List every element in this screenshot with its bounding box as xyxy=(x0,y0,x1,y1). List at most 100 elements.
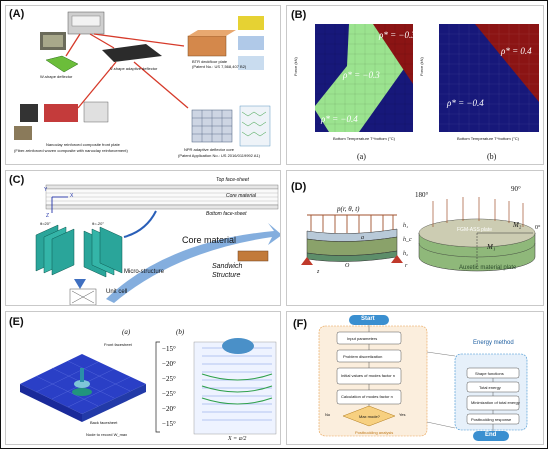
panel-b-label: (B) xyxy=(291,9,307,21)
panel-e-label: (E) xyxy=(9,316,24,328)
panel-b-maps xyxy=(315,24,539,132)
btr-patent: (Patent No.: US 7,568,407 B2) xyxy=(192,64,247,69)
r-label: r xyxy=(405,263,408,269)
nanoclay-image-2 xyxy=(44,104,78,122)
unit-cell-label: Unit cell xyxy=(106,289,128,295)
nanoclay-image-3 xyxy=(83,101,109,123)
no-label: No xyxy=(325,412,331,417)
sub-b-label: (b) xyxy=(176,328,185,336)
panel-a: (A) xyxy=(5,5,281,165)
energy-step-4: Postbuckling response xyxy=(471,417,512,422)
end-node xyxy=(473,431,509,441)
flow-step-4: Calculation of modes factor n xyxy=(341,394,393,399)
npr-patent: (Patent Application No.: US 2016/0119992… xyxy=(178,153,260,158)
theta-plus-label: θ=20° xyxy=(40,221,51,226)
angle-item: −15° xyxy=(162,420,176,428)
core-label: Core material xyxy=(226,193,257,199)
sandwich-label: Sandwich xyxy=(212,263,243,270)
panel-d-illustration xyxy=(301,197,536,272)
phase-map-right xyxy=(439,24,539,132)
z-label: z xyxy=(317,269,320,275)
map-left-sublabel: (a) xyxy=(357,152,366,161)
yes-label: Yes xyxy=(399,412,406,417)
axis-x-label: X xyxy=(70,193,74,199)
panel-a-illustration xyxy=(14,11,271,147)
m1-label: M₁ xyxy=(487,243,496,251)
start-node xyxy=(349,315,389,325)
panel-f: (F) Start Input parameters Problem discr… xyxy=(286,311,544,445)
front-facesheet-label: Front facesheet xyxy=(104,342,132,347)
map-right-sublabel: (b) xyxy=(487,152,497,161)
bottom-face-label: Bottom face-sheet xyxy=(206,211,247,217)
m2-label: M₂ xyxy=(513,221,522,229)
angle-item: −20° xyxy=(162,360,176,368)
hierarchy-arrow xyxy=(106,223,280,303)
panel-d: (D) xyxy=(286,170,544,306)
energy-title: Energy method xyxy=(473,340,514,346)
panel-a-label: (A) xyxy=(9,8,25,20)
angle-180-label: 180° xyxy=(415,191,429,199)
core-material-label: Core material xyxy=(182,235,237,245)
nanoclay-image-1 xyxy=(20,104,38,122)
sub-a-label: (a) xyxy=(122,328,131,336)
decision-label: Max mode? xyxy=(359,414,380,419)
v-shape-label: V-shape adaptive deflector xyxy=(110,66,158,71)
fe-mesh-plate xyxy=(20,354,146,422)
map-left-rho-top: ρ* = −0.3 xyxy=(379,30,416,40)
node-label: Node to record W_max xyxy=(86,432,128,437)
map-right-ylabel: Force (kN) xyxy=(419,57,424,76)
fgm-label: FGM-ASS plate xyxy=(457,227,493,233)
phase-map-left xyxy=(315,24,413,132)
angle-item: −25° xyxy=(162,390,176,398)
angle-90-label: 90° xyxy=(511,185,521,193)
auxetic-label: Auxetic material plate xyxy=(459,265,517,271)
micro-structure-label: Micro-structure xyxy=(124,269,165,275)
decision-diamond xyxy=(342,405,396,427)
theta-minus-label: θ=-20° xyxy=(92,221,104,226)
h1-label: h₁ xyxy=(403,223,409,229)
map-left-rho-bot: ρ* = −0.4 xyxy=(321,114,358,124)
energy-step-3: Minimization of total energy xyxy=(471,400,520,405)
npr-label: NPR adaptive deflector core xyxy=(184,147,235,152)
panel-e: (E) (a) (b) Front facesheet Back faceshe… xyxy=(5,311,281,445)
a-label: a xyxy=(361,235,364,241)
nanoclay-label: Nanoclay reinforced composite front plat… xyxy=(46,142,120,147)
panel-d-label: (D) xyxy=(291,181,307,193)
x-half-label: X = a/2 xyxy=(228,436,247,442)
axis-y-label: Y xyxy=(44,187,48,193)
top-face-label: Top face-sheet xyxy=(216,177,249,183)
panel-f-label: (F) xyxy=(293,318,308,330)
map-left-rho-mid: ρ* = −0.3 xyxy=(343,70,380,80)
panel-c-label: (C) xyxy=(9,174,25,186)
map-left-ylabel: Force (kN) xyxy=(293,57,298,76)
v-shape-deflector-shape xyxy=(102,44,162,62)
start-label: Start xyxy=(361,316,375,322)
map-left-xlabel: Bottom Temperature T^bottom (°C) xyxy=(333,136,396,141)
w-shape-deflector-shape xyxy=(45,55,79,73)
panel-b: (B) Force (kN) Bottom Temperature T^bott… xyxy=(286,5,544,165)
angle-item: −20° xyxy=(162,405,176,413)
flow-step-2: Problem discretization xyxy=(343,354,383,359)
h2-label: h₂ xyxy=(403,251,409,257)
structure-label: Structure xyxy=(212,272,241,279)
map-right-rho-top: ρ* = 0.4 xyxy=(501,46,532,56)
angle-0-label: 0° xyxy=(535,225,541,231)
origin-label: O xyxy=(345,263,350,269)
angle-item: −15° xyxy=(162,345,176,353)
hc-label: h_c xyxy=(403,237,412,243)
load-label: p(r, θ, t) xyxy=(337,205,360,213)
panel-f-flowchart-bg xyxy=(318,315,528,441)
load-arrows xyxy=(307,214,397,233)
energy-step-2: Total energy xyxy=(479,385,501,390)
angle-item: −25° xyxy=(162,375,176,383)
axis-z-label: Z xyxy=(46,213,50,219)
panel-c-illustration xyxy=(35,184,280,305)
npr-core-shape xyxy=(191,105,271,147)
flow-step-3: Initial values of modes factor n xyxy=(341,373,396,378)
sandwich-mini xyxy=(237,250,269,262)
map-right-xlabel: Bottom Temperature T^bottom (°C) xyxy=(457,136,520,141)
btr-label: BTR deckfloor plate xyxy=(192,59,228,64)
postbuckling-label: Postbuckling analysis xyxy=(355,430,394,435)
core-layers xyxy=(35,224,123,278)
